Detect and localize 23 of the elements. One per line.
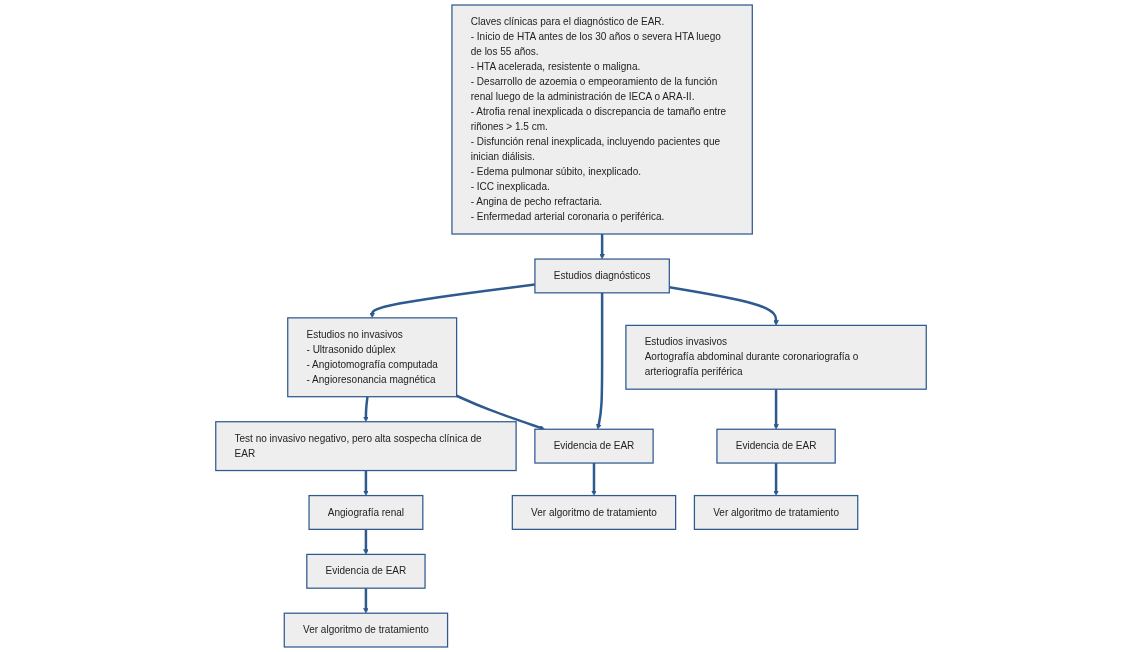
node-box: Estudios no invasivos - Ultrasonido dúplex - Angiotomografía computada - Angioresonancia magnética xyxy=(287,317,458,398)
arrow xyxy=(773,463,779,496)
node-box: Evidencia de EAR xyxy=(534,428,654,464)
node-box: Ver algoritmo de tratamiento xyxy=(511,494,677,530)
arrow xyxy=(363,396,369,422)
arrow xyxy=(596,292,604,430)
node-box: Ver algoritmo de tratamiento xyxy=(693,494,859,530)
arrow xyxy=(669,286,779,326)
node-box: Evidencia de EAR xyxy=(306,553,426,589)
arrow xyxy=(363,529,369,555)
node-box: Claves clínicas para el diagnóstico de EAR. - Inicio de HTA antes de los 30 años o severa HTA luego de los 55 años. - HTA acelerada, resistente o maligna. - Desarrollo de azoemia o empeoramiento de la función renal luego de la administración de IECA o ARA-II. - Atrofia renal inexplicada o discrepancia de tamaño entre riñones > 1.5 cm. - Disfunción renal inexplicada, incluyendo pacientes que inician diálisis. - Edema pulmonar súbito, inexplicado. - ICC inexplicada. - Angina de pecho refractaria. - Enfermedad arterial coronaria o periférica. xyxy=(451,4,753,235)
node-box: Ver algoritmo de tratamiento xyxy=(283,612,449,648)
arrow xyxy=(363,588,369,614)
arrow xyxy=(591,463,597,496)
arrow xyxy=(363,470,369,496)
arrow xyxy=(599,234,605,260)
node-box: Test no invasivo negativo, pero alta sospecha clínica de EAR xyxy=(215,421,517,472)
node-box: Evidencia de EAR xyxy=(716,428,836,464)
arrow xyxy=(456,394,545,431)
arrow xyxy=(773,389,779,430)
node-box: Estudios invasivos Aortografía abdominal durante coronariografía o arteriografía periférica xyxy=(625,324,927,390)
node-box: Estudios diagnósticos xyxy=(534,258,670,294)
node-box: Angiografía renal xyxy=(308,494,424,530)
